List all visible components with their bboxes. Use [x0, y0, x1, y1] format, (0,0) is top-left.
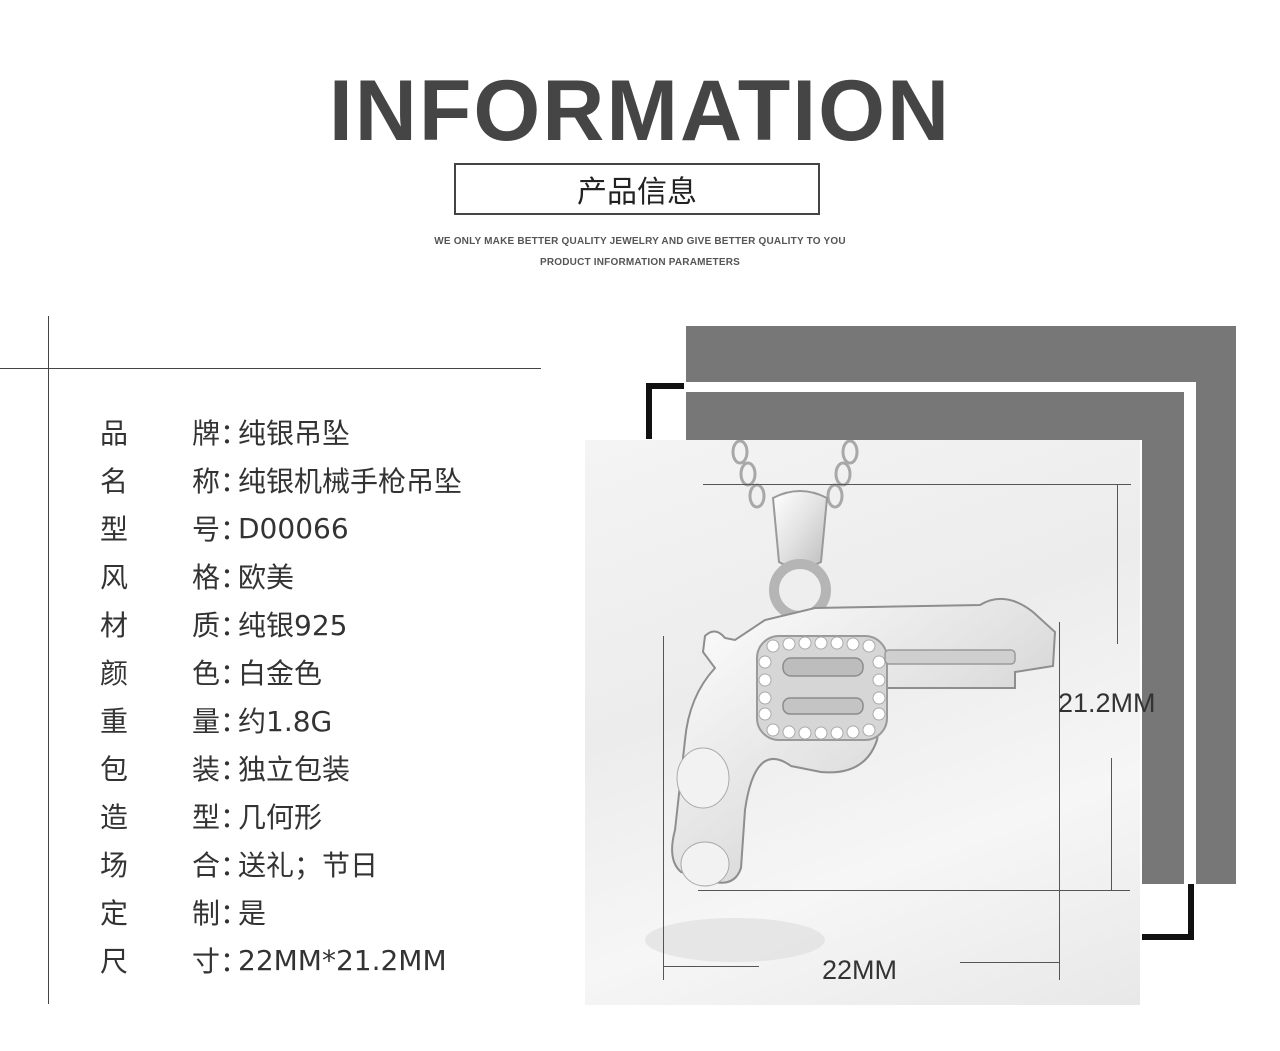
- dim-height-line-lower: [1111, 758, 1112, 890]
- dim-height-line-upper: [1117, 484, 1118, 644]
- spec-row: 型号：D00066: [100, 504, 462, 552]
- spec-separator: ：: [220, 801, 249, 834]
- spec-row: 包装：独立包装: [100, 744, 462, 792]
- dimension-height-label: 21.2MM: [1058, 688, 1156, 718]
- spec-value: 几何形: [238, 801, 323, 834]
- spec-row: 重量：约1.8G: [100, 696, 462, 744]
- spec-key-char: 格: [191, 561, 220, 594]
- spec-row: 品牌：纯银吊坠: [100, 408, 462, 456]
- spec-key-char: 风: [100, 561, 129, 594]
- spec-key-char: 包: [100, 753, 129, 786]
- spec-key-char: 型: [191, 801, 220, 834]
- spec-separator: ：: [220, 897, 249, 930]
- spec-value: 是: [238, 897, 267, 930]
- spec-separator: ：: [220, 513, 249, 546]
- tagline-line-1: WE ONLY MAKE BETTER QUALITY JEWELRY AND …: [434, 236, 846, 247]
- spec-row: 风格：欧美: [100, 552, 462, 600]
- spec-row: 场合：送礼；节日: [100, 840, 462, 888]
- spec-key-char: 制: [191, 897, 220, 930]
- spec-key-char: 量: [191, 705, 220, 738]
- corner-bracket-top-left: [646, 383, 684, 389]
- spec-key-char: 色: [191, 657, 220, 690]
- spec-row: 尺寸：22MM*21.2MM: [100, 936, 462, 984]
- spec-value: 纯银925: [238, 609, 348, 642]
- tagline-line-2: PRODUCT INFORMATION PARAMETERS: [539, 257, 741, 268]
- spec-key-char: 合: [191, 849, 220, 882]
- spec-key-char: 场: [100, 849, 129, 882]
- subtitle-box: 产品信息: [454, 163, 820, 215]
- spec-separator: ：: [220, 705, 249, 738]
- spec-value: 约1.8G: [238, 705, 333, 738]
- spec-key-char: 重: [100, 705, 129, 738]
- spec-key: 重量: [100, 700, 220, 740]
- frame-top-outer: [686, 326, 1236, 382]
- spec-value: 22MM*21.2MM: [238, 943, 447, 977]
- frame-right-inner: [1142, 392, 1184, 884]
- spec-key: 包装: [100, 748, 220, 788]
- frame-right-outer: [1196, 326, 1236, 884]
- spec-key-char: 名: [100, 465, 129, 498]
- spec-row: 定制：是: [100, 888, 462, 936]
- spec-key: 定制: [100, 892, 220, 932]
- spec-key: 颜色: [100, 652, 220, 692]
- spec-key: 型号: [100, 508, 220, 548]
- spec-row: 名称：纯银机械手枪吊坠: [100, 456, 462, 504]
- spec-key: 名称: [100, 460, 220, 500]
- dim-width-line-right: [960, 962, 1060, 963]
- spec-value: D00066: [238, 511, 349, 545]
- spec-value: 送礼；节日: [238, 849, 379, 882]
- corner-bracket-bottom-right: [1188, 884, 1194, 940]
- subtitle-text: 产品信息: [577, 175, 697, 210]
- dimension-width-label: 22MM: [822, 955, 898, 985]
- spec-row: 造型：几何形: [100, 792, 462, 840]
- spec-key-char: 牌: [191, 417, 220, 450]
- spec-key-char: 尺: [100, 945, 129, 978]
- spec-row: 颜色：白金色: [100, 648, 462, 696]
- decor-horizontal-line: [0, 368, 541, 369]
- corner-bracket-bottom-right: [1142, 934, 1194, 940]
- spec-list: 品牌：纯银吊坠 名称：纯银机械手枪吊坠 型号：D00066 风格：欧美 材质：纯…: [100, 408, 462, 984]
- spec-separator: ：: [220, 609, 249, 642]
- spec-value: 独立包装: [238, 753, 351, 786]
- spec-separator: ：: [220, 561, 249, 594]
- spec-key-char: 品: [100, 417, 129, 450]
- decor-vertical-line: [48, 316, 49, 1004]
- spec-key-char: 颜: [100, 657, 129, 690]
- spec-row: 材质：纯银925: [100, 600, 462, 648]
- spec-key: 风格: [100, 556, 220, 596]
- spec-key-char: 装: [191, 753, 220, 786]
- spec-key: 造型: [100, 796, 220, 836]
- spec-separator: ：: [220, 657, 249, 690]
- spec-separator: ：: [220, 849, 249, 882]
- spec-separator: ：: [220, 465, 249, 498]
- spec-key-char: 寸: [191, 945, 220, 978]
- spec-key-char: 型: [100, 513, 129, 546]
- spec-key: 品牌: [100, 412, 220, 452]
- spec-key-char: 造: [100, 801, 129, 834]
- spec-key: 场合: [100, 844, 220, 884]
- spec-value: 纯银吊坠: [238, 417, 351, 450]
- corner-bracket-top-left: [646, 383, 652, 439]
- spec-key-char: 称: [191, 465, 220, 498]
- spec-key-char: 定: [100, 897, 129, 930]
- spec-separator: ：: [220, 945, 249, 978]
- spec-separator: ：: [220, 417, 249, 450]
- spec-key: 尺寸: [100, 940, 220, 980]
- pendant-illustration: [645, 440, 1057, 962]
- spec-value: 欧美: [238, 561, 295, 594]
- dim-width-line-left: [664, 966, 759, 967]
- spec-separator: ：: [220, 753, 249, 786]
- spec-key-char: 材: [100, 609, 129, 642]
- spec-value: 纯银机械手枪吊坠: [238, 465, 463, 498]
- spec-value: 白金色: [238, 657, 323, 690]
- spec-key-char: 质: [191, 609, 220, 642]
- dim-width-tick-left: [663, 636, 664, 980]
- spec-key: 材质: [100, 604, 220, 644]
- page-title: INFORMATION: [328, 63, 952, 159]
- spec-key-char: 号: [191, 513, 220, 546]
- dim-width-tick-right: [1059, 622, 1060, 980]
- dim-line-bottom: [698, 890, 1130, 891]
- dim-line-top: [703, 484, 1131, 485]
- frame-top-inner: [686, 392, 1184, 440]
